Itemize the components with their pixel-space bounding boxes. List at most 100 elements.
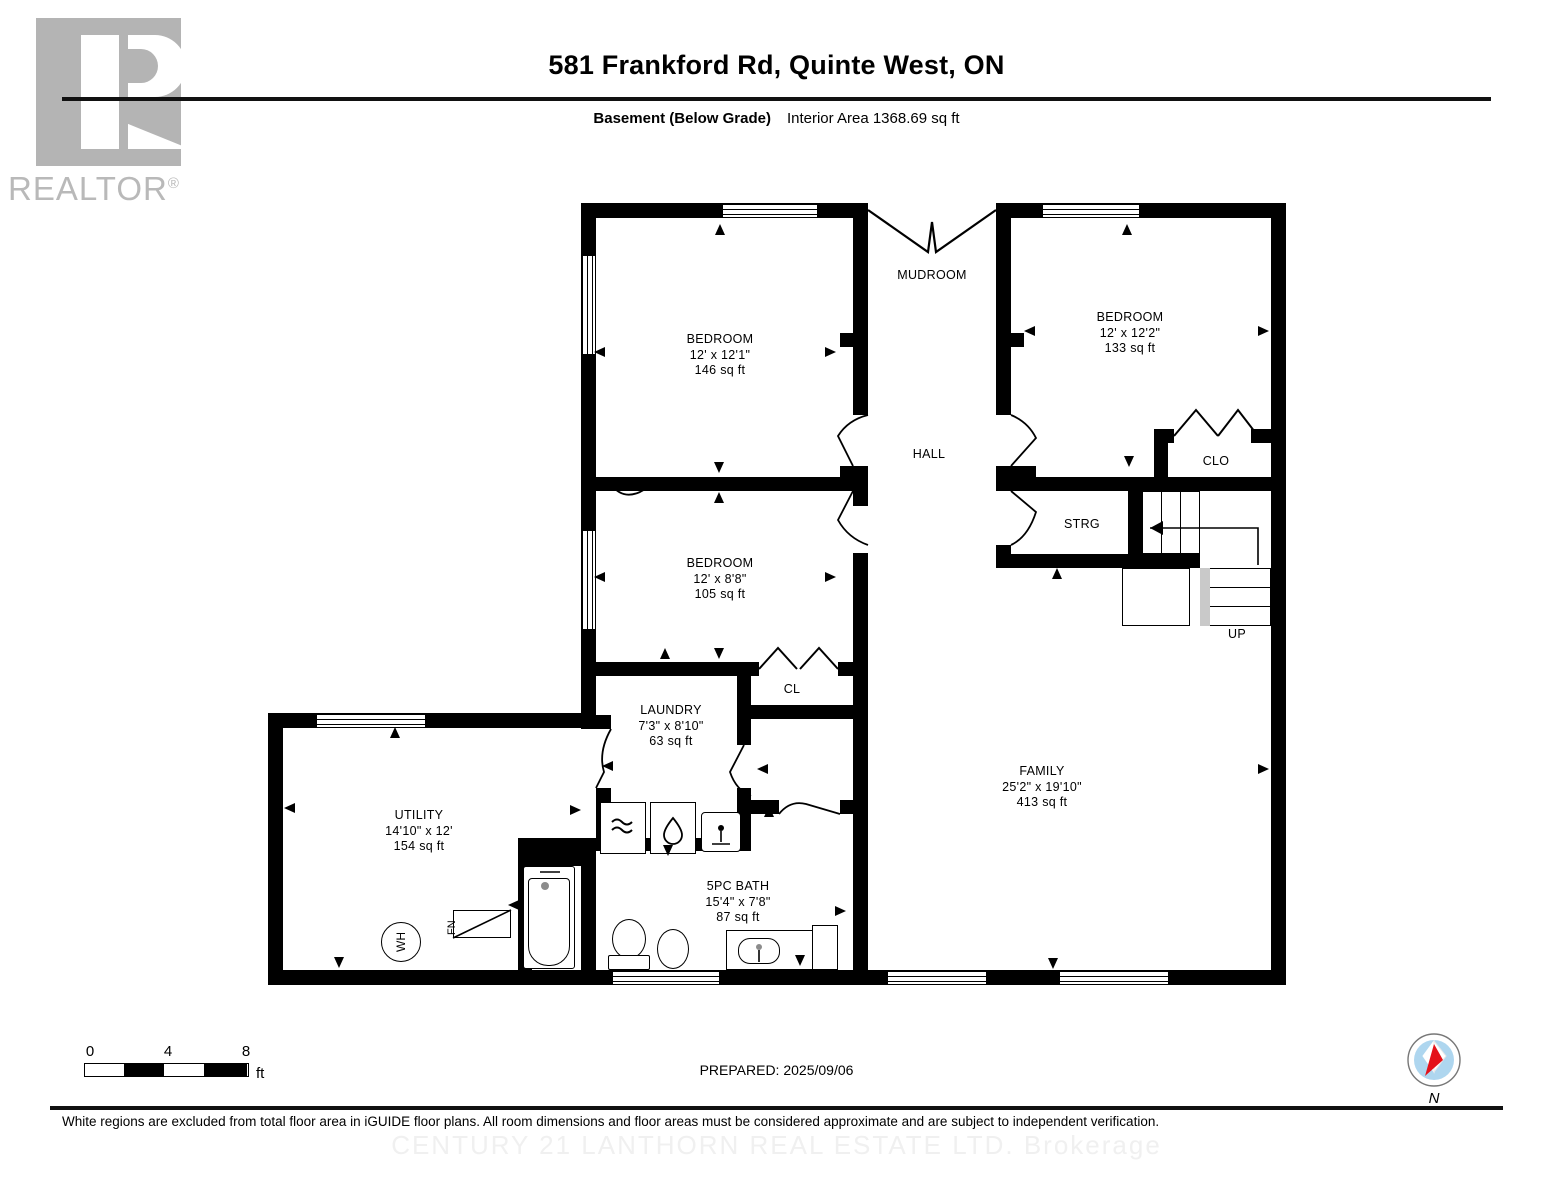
direction-arrow-24: [795, 955, 805, 966]
direction-arrow-26: [1048, 958, 1058, 969]
room-label-utility: UTILITY 14'10" x 12' 154 sq ft: [385, 808, 453, 853]
wall-bedroom-ne-west-2: [996, 347, 1011, 415]
room-label-bedroom-ne: BEDROOM 12' x 12'2" 133 sq ft: [1096, 310, 1164, 355]
room-label-laundry: LAUNDRY 7'3" x 8'10" 63 sq ft: [638, 703, 704, 748]
wall-cl-jamb-left: [737, 662, 759, 676]
wall-jamb-ne-1: [996, 333, 1024, 347]
realtor-logo: REALTOR®: [8, 18, 208, 208]
direction-arrow-5: [714, 492, 724, 503]
stair-riser-4: [1200, 606, 1271, 608]
stair-riser-3: [1200, 587, 1271, 589]
wall-utility-west: [268, 713, 283, 985]
direction-arrow-1: [715, 224, 725, 235]
direction-arrow-17: [602, 761, 613, 771]
wall-strg-south: [996, 554, 1128, 568]
wall-jamb-nw-1: [840, 333, 868, 347]
wall-laundry-east-upper: [737, 719, 751, 745]
wall-bedroom-ne-west-1: [996, 203, 1011, 333]
wall-bedroom-ne-south: [1011, 477, 1159, 491]
window-bedroom-nw-north: [722, 203, 818, 218]
toilet-tank: [608, 955, 650, 970]
wall-jamb-strg-1: [996, 466, 1036, 480]
wall-bedroom-sw-east-2: [853, 553, 868, 668]
furnace-label: FN: [446, 920, 458, 935]
direction-arrow-27: [764, 806, 774, 817]
wall-bedroom-nw-east-1: [853, 203, 868, 333]
wall-bath-west: [581, 851, 596, 970]
scale-tick-8: 8: [241, 1043, 251, 1060]
wall-laundry-west-jamb: [581, 715, 611, 729]
title-divider: [62, 97, 1491, 101]
room-label-bedroom-nw: BEDROOM 12' x 12'1" 146 sq ft: [686, 332, 754, 377]
direction-arrow-10: [1024, 326, 1035, 336]
direction-arrow-3: [825, 347, 836, 357]
water-heater-fixture: [381, 922, 421, 962]
compass-rose: N: [1403, 1032, 1465, 1110]
direction-arrow-11: [1258, 326, 1269, 336]
water-heater-label: WH: [394, 932, 408, 952]
wall-west-1: [581, 203, 596, 255]
direction-arrow-12: [1124, 456, 1134, 467]
footer-divider: [50, 1106, 1503, 1110]
storage-box: [1122, 568, 1190, 626]
window-bedroom-nw-west: [581, 255, 596, 355]
compass-icon: [1407, 1033, 1461, 1087]
bathtub-basin: [528, 878, 570, 966]
direction-arrow-19: [570, 805, 581, 815]
wall-cl-south: [737, 705, 853, 719]
wall-top-right2: [1140, 203, 1286, 218]
washer-fixture: [600, 802, 646, 854]
vanity-cabinet: [812, 925, 838, 970]
wall-family-west-upper: [853, 668, 868, 800]
wall-family-west: [853, 800, 868, 985]
stair-landing-shade: [1200, 568, 1210, 626]
wall-clo-south: [1154, 477, 1286, 491]
direction-arrow-7: [825, 572, 836, 582]
wall-between-west-bedrooms: [596, 477, 868, 491]
room-label-family: FAMILY 25'2" x 19'10" 413 sq ft: [1002, 764, 1082, 809]
wall-clo-west: [1154, 429, 1168, 491]
direction-arrow-14: [660, 648, 670, 659]
scale-bar-graphic: [84, 1063, 249, 1077]
window-bath-south: [612, 970, 720, 985]
wall-bath-south: [707, 970, 855, 985]
level-label: Basement (Below Grade): [593, 110, 771, 127]
counter-slab: [524, 840, 596, 866]
wall-stair-west: [1128, 491, 1142, 568]
direction-arrow-9: [1122, 224, 1132, 235]
room-label-cl: CL: [783, 682, 801, 696]
toilet-bowl: [612, 919, 646, 959]
window-bedroom-ne-north: [1042, 203, 1140, 218]
prepared-date: PREPARED: 2025/09/06: [699, 1062, 854, 1078]
direction-arrow-2: [594, 347, 605, 357]
room-label-strg: STRG: [1064, 517, 1100, 531]
page-title: 581 Frankford Rd, Quinte West, ON: [548, 50, 1005, 80]
direction-arrow-4: [714, 462, 724, 473]
level-subtitle: Basement (Below Grade) Interior Area 1368…: [0, 110, 1553, 127]
direction-arrow-8: [714, 648, 724, 659]
dryer-fixture: [650, 802, 696, 854]
wall-clo-jamb-left: [1154, 429, 1174, 443]
direction-arrow-15: [390, 727, 400, 738]
realtor-r-mark: [36, 18, 190, 166]
direction-arrow-20: [663, 845, 673, 856]
wall-east-exterior: [1271, 203, 1286, 985]
direction-arrow-23: [835, 906, 846, 916]
wall-south-family-3: [1169, 970, 1286, 985]
room-label-clo: CLO: [1202, 454, 1230, 468]
room-label-bedroom-sw: BEDROOM 12' x 8'8" 105 sq ft: [686, 556, 754, 601]
interior-area-label: Interior Area 1368.69 sq ft: [786, 110, 960, 127]
direction-arrow-6: [594, 572, 605, 582]
scale-unit-label: ft: [256, 1065, 265, 1082]
wall-top-left: [581, 203, 722, 218]
bidet-fixture: [657, 929, 689, 969]
direction-arrow-18: [757, 764, 768, 774]
scale-tick-0: 0: [85, 1043, 95, 1060]
brokerage-watermark: CENTURY 21 LANTHORN REAL ESTATE LTD. Bro…: [391, 1130, 1162, 1160]
direction-arrow-16: [284, 803, 295, 813]
wall-bedroom-nw-east-2: [853, 347, 868, 415]
disclaimer-text: White regions are excluded from total fl…: [62, 1114, 1160, 1129]
wall-clo-jamb-right: [1251, 429, 1286, 443]
window-family-south-1: [887, 970, 987, 985]
